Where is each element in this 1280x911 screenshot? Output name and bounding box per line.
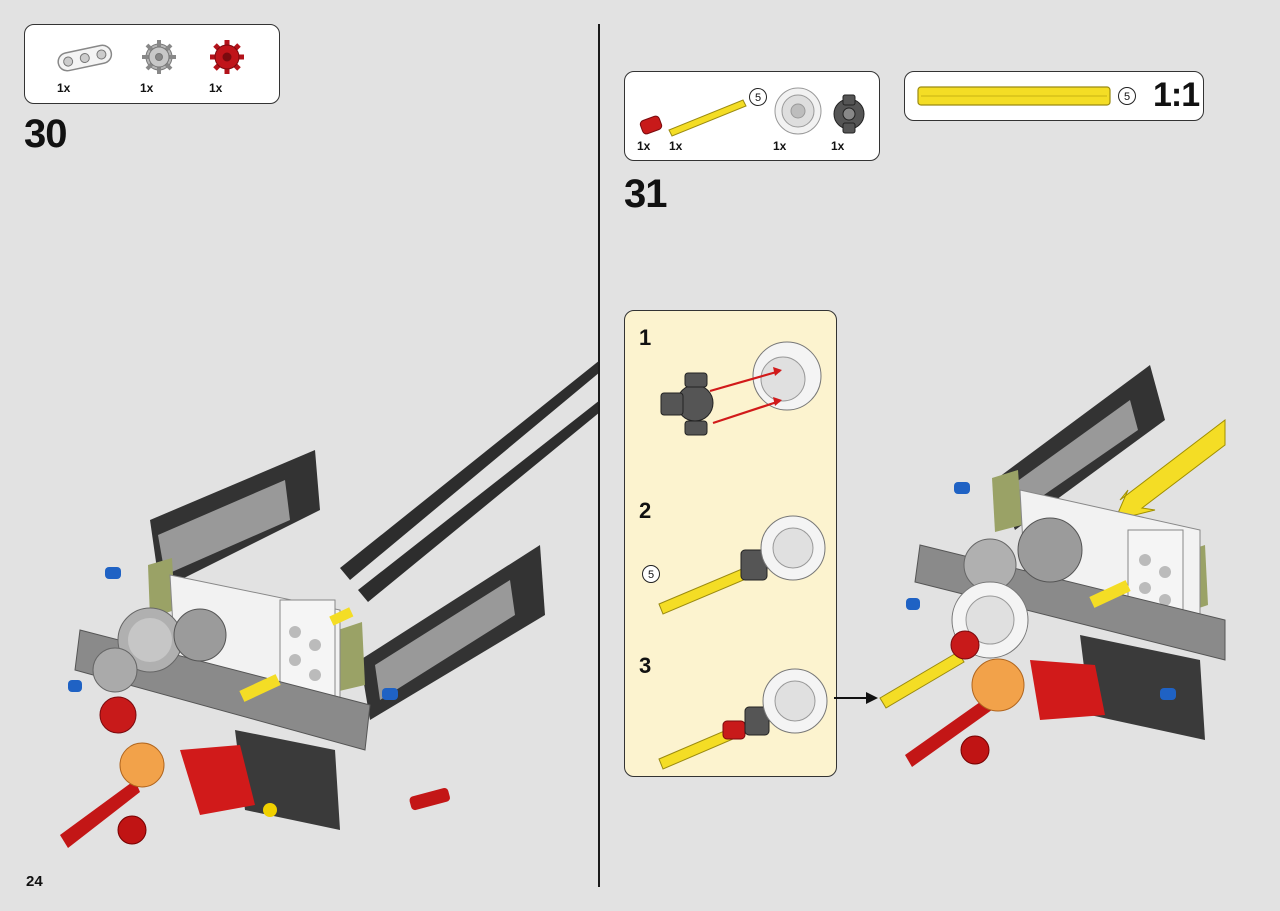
axle-length-badge: 5 xyxy=(642,565,660,583)
page-divider xyxy=(598,24,600,887)
dark-hub-icon xyxy=(833,94,865,134)
axle-length-badge: 5 xyxy=(1118,87,1136,105)
red-bush-icon xyxy=(639,115,663,135)
axle-gear-bush-illustration xyxy=(658,668,828,770)
step31-parts-box: 1x 5 1x 1x 1x xyxy=(624,71,880,161)
substep-number: 2 xyxy=(639,498,652,523)
yellow-axle-icon xyxy=(917,86,1111,106)
substep-number: 3 xyxy=(639,653,652,678)
white-beam-icon xyxy=(57,44,113,72)
red-gear-icon xyxy=(210,40,244,74)
step30-model-illustration xyxy=(60,360,600,848)
hub-into-gear-illustration xyxy=(660,341,822,436)
part-qty: 1x xyxy=(831,139,845,153)
scale-label: 1:1 xyxy=(1153,76,1200,114)
white-gear-icon xyxy=(774,87,822,135)
part-qty: 1x xyxy=(669,139,683,153)
yellow-axle-icon xyxy=(668,99,747,137)
part-qty: 1x xyxy=(57,81,71,95)
callout-arrow-icon xyxy=(834,692,878,704)
substep-number: 1 xyxy=(639,325,652,350)
part-qty: 1x xyxy=(140,81,154,95)
step31-model-illustration xyxy=(879,365,1226,767)
axle-scale-box: 5 1:1 xyxy=(904,71,1204,121)
gray-gear-icon xyxy=(142,40,176,74)
part-qty: 1x xyxy=(209,81,223,95)
step-number: 31 xyxy=(624,172,667,216)
step-number: 30 xyxy=(24,112,67,156)
page-number: 24 xyxy=(26,873,43,890)
part-qty: 1x xyxy=(637,139,651,153)
axle-with-gear-illustration xyxy=(658,515,826,615)
axle-length-badge: 5 xyxy=(749,88,767,106)
part-qty: 1x xyxy=(773,139,787,153)
substep-callout: 1 2 5 3 xyxy=(624,310,837,777)
step30-parts-box: 1x 1x 1x xyxy=(24,24,280,104)
